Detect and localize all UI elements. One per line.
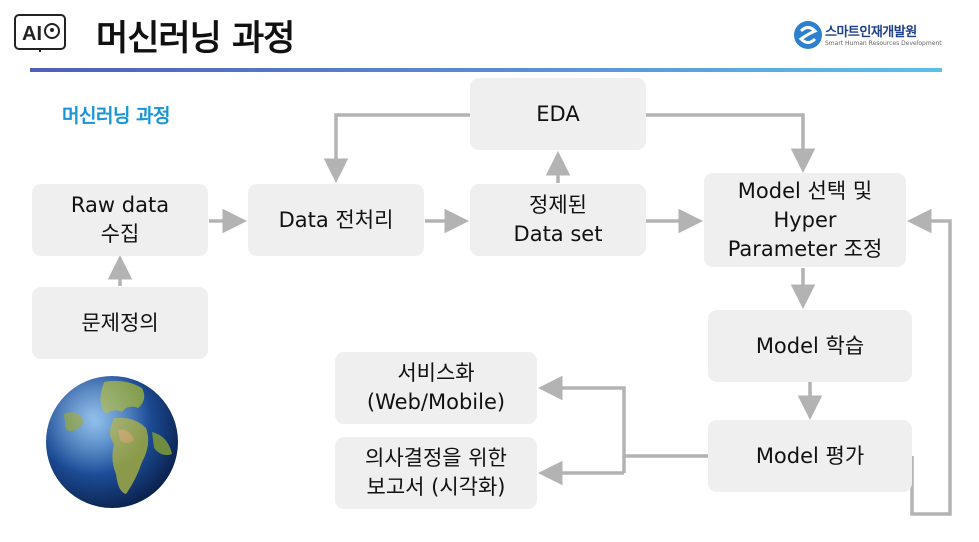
node-service-label: 서비스화 (Web/Mobile): [366, 361, 506, 414]
node-model-train-label: Model 학습: [755, 333, 865, 358]
brand-subtitle: Smart Human Resources Development: [825, 40, 942, 47]
header-divider: [30, 68, 942, 72]
brand-name: 스마트인재개발원: [825, 25, 917, 40]
ai-robot-icon: AI: [14, 14, 66, 52]
node-eda: EDA: [470, 78, 646, 150]
node-preprocess-label: Data 전처리: [278, 207, 394, 232]
node-service: 서비스화 (Web/Mobile): [335, 352, 537, 424]
arrow-eda-to-model-select: [646, 113, 816, 173]
page-title: 머신러닝 과정: [96, 19, 295, 59]
node-raw-data: Raw data 수집: [32, 184, 208, 256]
node-eda-label: EDA: [536, 101, 580, 126]
node-model-eval-label: Model 평가: [755, 443, 865, 468]
node-model-select: Model 선택 및 Hyper Parameter 조정: [704, 173, 906, 267]
node-model-select-label: Model 선택 및 Hyper Parameter 조정: [727, 178, 883, 261]
globe-icon: [46, 376, 178, 508]
node-preprocess: Data 전처리: [248, 184, 424, 256]
arrow-eval-to-service: [538, 375, 708, 458]
node-model-eval: Model 평가: [708, 420, 912, 492]
node-problem: 문제정의: [32, 287, 208, 359]
arrow-eval-feedback: [907, 208, 952, 516]
brand-mark-icon: [794, 21, 822, 49]
node-problem-label: 문제정의: [81, 310, 159, 335]
brand-logo: 스마트인재개발원 Smart Human Resources Developme…: [793, 20, 953, 52]
arrow-eda-to-preprocess: [323, 113, 470, 183]
node-raw-data-label: Raw data 수집: [70, 193, 170, 246]
node-clean-data-label: 정제된 Data set: [513, 193, 603, 246]
logo-text: AI: [22, 23, 42, 45]
node-report-label: 의사결정을 위한 보고서 (시각화): [365, 446, 507, 499]
node-clean-data: 정제된 Data set: [470, 184, 646, 256]
section-subtitle: 머신러닝 과정: [62, 105, 171, 127]
node-model-train: Model 학습: [708, 310, 912, 382]
node-report: 의사결정을 위한 보고서 (시각화): [335, 437, 537, 509]
